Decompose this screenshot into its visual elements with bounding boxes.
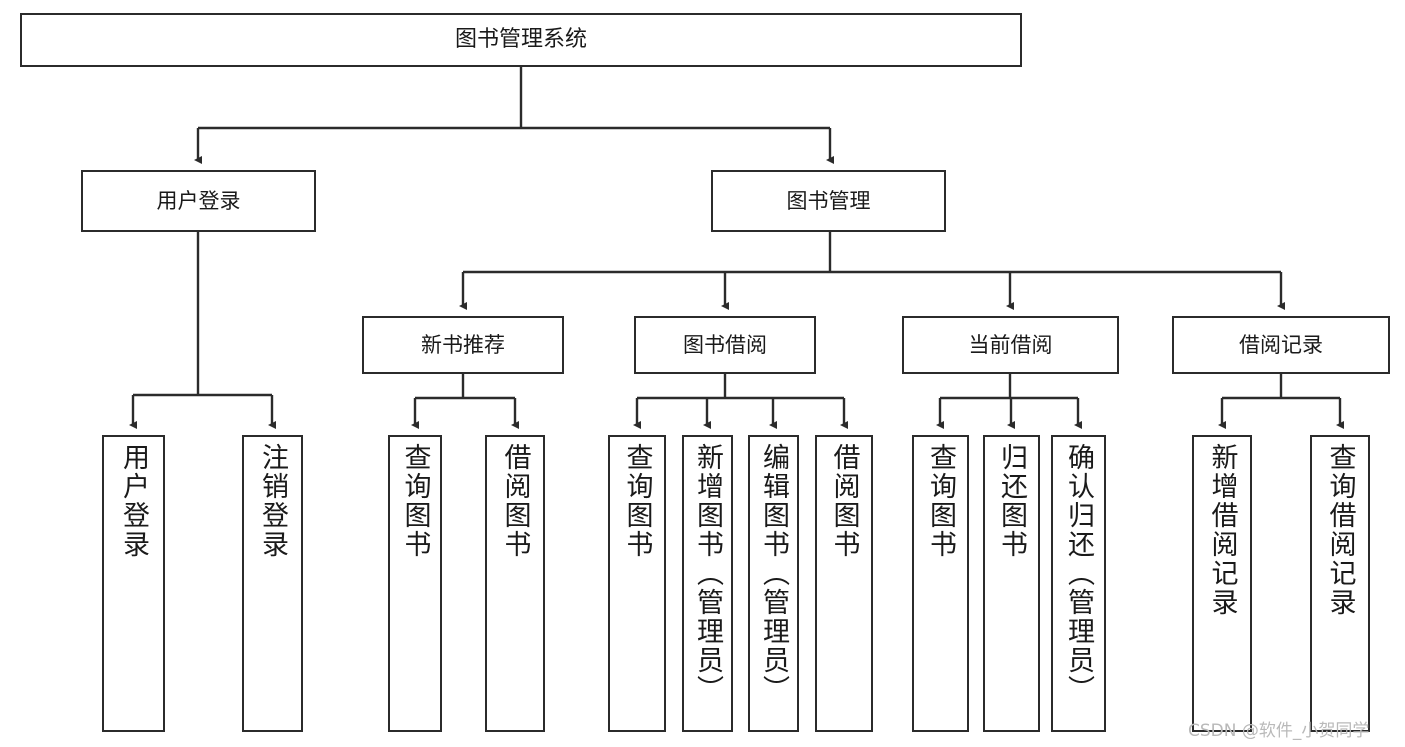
node-level2-book-management[interactable]: 图书管理 xyxy=(711,170,946,232)
leaf-borrow-book[interactable]: 借阅图书 xyxy=(815,435,873,732)
leaf-edit-book-admin[interactable]: 编辑图书（管理员） xyxy=(748,435,799,732)
leaf-query-book-borrow[interactable]: 查询图书 xyxy=(608,435,666,732)
node-label: 查询图书 xyxy=(621,443,653,559)
node-label: 借阅图书 xyxy=(828,443,860,559)
leaf-query-book-recommend[interactable]: 查询图书 xyxy=(388,435,442,732)
leaf-user-login[interactable]: 用户登录 xyxy=(102,435,165,732)
node-label: 注销登录 xyxy=(257,443,288,559)
node-label: 新增图书（管理员） xyxy=(692,443,723,704)
node-label: 新书推荐 xyxy=(421,332,505,357)
node-label: 归还图书 xyxy=(996,443,1027,559)
leaf-confirm-return-admin[interactable]: 确认归还（管理员） xyxy=(1051,435,1106,732)
node-label: 图书管理系统 xyxy=(454,27,587,53)
watermark: CSDN @软件_小贺同学 xyxy=(1188,721,1370,741)
node-level3-borrow-record[interactable]: 借阅记录 xyxy=(1172,316,1390,374)
node-level2-user-login[interactable]: 用户登录 xyxy=(81,170,316,232)
node-level3-current-borrow[interactable]: 当前借阅 xyxy=(902,316,1119,374)
node-label: 图书管理 xyxy=(786,188,871,213)
node-label: 当前借阅 xyxy=(968,332,1053,357)
node-level3-book-borrow[interactable]: 图书借阅 xyxy=(634,316,816,374)
node-label: 查询图书 xyxy=(925,443,956,559)
node-label: 确认归还（管理员） xyxy=(1063,443,1094,704)
leaf-logout-login[interactable]: 注销登录 xyxy=(242,435,303,732)
leaf-add-book-admin[interactable]: 新增图书（管理员） xyxy=(682,435,733,732)
leaf-return-book[interactable]: 归还图书 xyxy=(983,435,1040,732)
node-label: 图书借阅 xyxy=(683,332,767,357)
node-label: 编辑图书（管理员） xyxy=(758,443,789,704)
node-label: 查询借阅记录 xyxy=(1324,443,1356,617)
node-label: 新增借阅记录 xyxy=(1206,443,1238,617)
node-root[interactable]: 图书管理系统 xyxy=(20,13,1022,67)
leaf-borrow-book-recommend[interactable]: 借阅图书 xyxy=(485,435,545,732)
node-label: 用户登录 xyxy=(156,188,241,213)
leaf-query-book-current[interactable]: 查询图书 xyxy=(912,435,969,732)
node-label: 用户登录 xyxy=(118,443,149,559)
leaf-query-borrow-record[interactable]: 查询借阅记录 xyxy=(1310,435,1370,732)
leaf-add-borrow-record[interactable]: 新增借阅记录 xyxy=(1192,435,1252,732)
node-label: 查询图书 xyxy=(399,443,431,559)
node-label: 借阅记录 xyxy=(1239,332,1323,357)
node-level3-new-book-recommend[interactable]: 新书推荐 xyxy=(362,316,564,374)
node-label: 借阅图书 xyxy=(499,443,531,559)
